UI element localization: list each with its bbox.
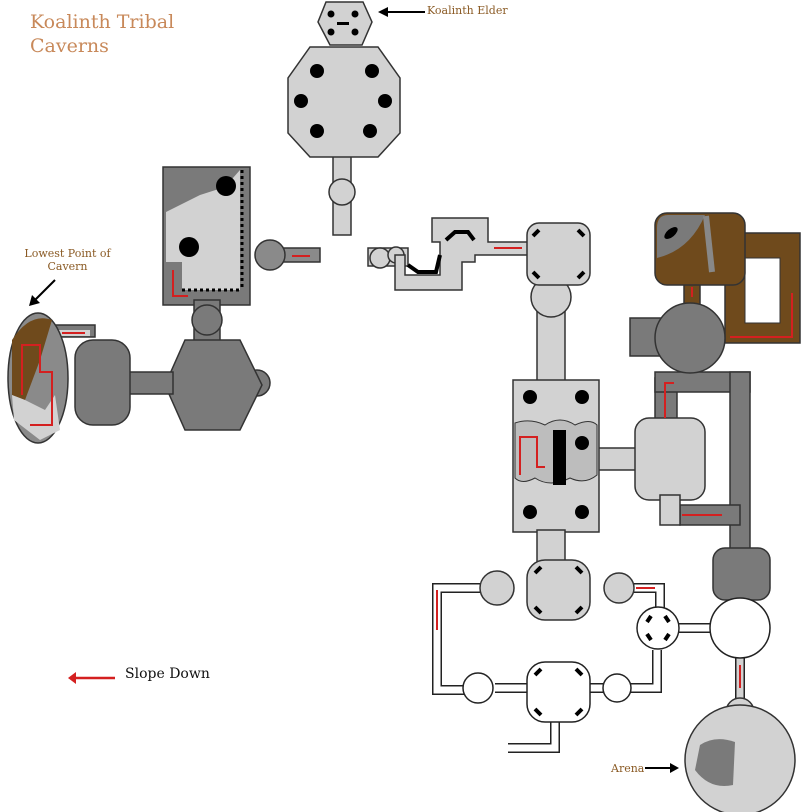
south-white-room [526, 661, 591, 723]
crossroads-room [636, 606, 680, 650]
lowest-line-1: Lowest Point of [24, 247, 111, 260]
raised-floor [166, 170, 240, 290]
east-dark-room [712, 547, 771, 601]
label-koalinth-elder: Koalinth Elder [427, 4, 508, 17]
chasm [553, 430, 566, 485]
title-line-1: Koalinth Tribal [30, 11, 175, 33]
lower-white-corridors [432, 583, 745, 753]
map-title: Koalinth Tribal Caverns [30, 10, 174, 58]
zigzag-passage [394, 217, 531, 291]
label-arena: Arena [611, 762, 645, 775]
arena [684, 704, 796, 812]
south-pillar-room [526, 559, 591, 621]
lowest-line-2: Cavern [47, 260, 88, 273]
east-hall [634, 417, 706, 501]
title-line-2: Caverns [30, 35, 109, 57]
north-square-room [526, 222, 591, 286]
label-lowest-point: Lowest Point of Cavern [15, 247, 120, 273]
west-round-room [254, 239, 286, 271]
legend-slope-down: Slope Down [125, 666, 210, 682]
hexagon-hall [164, 339, 263, 431]
corridor-bulge [328, 178, 356, 206]
octagon-pillars [294, 64, 392, 138]
round-dark-chamber [654, 302, 726, 374]
elder-pillars [327, 10, 359, 36]
